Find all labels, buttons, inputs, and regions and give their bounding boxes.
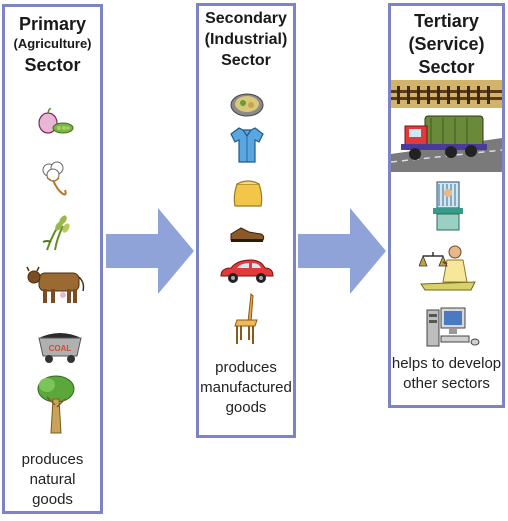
cotton-icon (42, 161, 67, 196)
primary-sector-panel: Primary (Agriculture) Sector (2, 4, 103, 514)
railway-track-icon (391, 80, 502, 108)
secondary-caption-line1: produces (215, 359, 277, 376)
truck-icon (391, 115, 502, 172)
primary-caption-line2: natural (29, 471, 76, 488)
trader-scales-icon (419, 245, 476, 291)
tertiary-title-line2: (Service) (408, 34, 485, 54)
shirt-icon (230, 127, 264, 163)
shoe-icon (230, 227, 265, 242)
secondary-title-line1: Secondary (205, 10, 287, 27)
secondary-title-line2: (Industrial) (204, 31, 288, 48)
tertiary-caption-line1: helps to develop (391, 355, 502, 372)
tree-icon (37, 375, 75, 434)
primary-caption-line1: produces (21, 451, 84, 468)
computer-icon (426, 307, 480, 347)
primary-title-line3: Sector (24, 55, 81, 75)
tertiary-title-line3: Sector (418, 57, 475, 77)
primary-title-line2: (Agriculture) (13, 36, 92, 51)
tertiary-caption-line2: other sectors (403, 375, 490, 392)
flour-sack-icon (233, 180, 263, 207)
coal-cart-icon: COAL (38, 333, 82, 363)
cow-icon (26, 266, 85, 303)
secondary-caption-line2: manufactured (200, 379, 292, 396)
primary-title: Primary (Agriculture) Sector (5, 13, 100, 77)
food-tin-icon (230, 93, 264, 117)
tertiary-sector-panel: Tertiary (Service) Sector (388, 3, 505, 408)
coal-label: COAL (49, 344, 72, 353)
secondary-caption-line3: goods (225, 399, 267, 416)
primary-caption: produces natural goods (5, 450, 100, 510)
tertiary-caption: helps to develop other sectors (391, 354, 502, 394)
wheat-icon (42, 215, 70, 251)
service-booth-icon (433, 181, 463, 231)
arrow-secondary-to-tertiary (298, 208, 386, 294)
chair-icon (234, 292, 258, 344)
primary-caption-line3: goods (32, 491, 73, 508)
arrow-primary-to-secondary (106, 208, 194, 294)
primary-title-line1: Primary (18, 14, 87, 34)
secondary-sector-panel: Secondary (Industrial) Sector produc (196, 3, 296, 438)
secondary-title: Secondary (Industrial) Sector (199, 8, 293, 71)
tertiary-title-line1: Tertiary (414, 11, 479, 31)
secondary-title-line3: Sector (221, 52, 271, 69)
onion-peas-icon (38, 108, 74, 134)
secondary-caption: produces manufactured goods (199, 358, 293, 418)
tertiary-title: Tertiary (Service) Sector (391, 10, 502, 79)
car-icon (220, 259, 274, 283)
